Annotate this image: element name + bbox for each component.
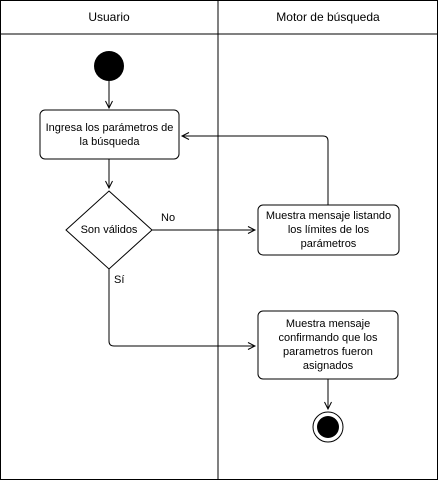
edge-label-no: No xyxy=(161,212,176,224)
edge-error-back-to-ingresa xyxy=(180,132,329,205)
action-error-label: Muestra mensaje listando los límites de … xyxy=(265,210,392,250)
decision-label: Son válidos xyxy=(80,224,138,236)
edge-label-si: Sí xyxy=(114,274,125,286)
lane-title-motor: Motor de búsqueda xyxy=(276,10,380,24)
final-node-inner xyxy=(317,416,339,438)
initial-node xyxy=(94,51,124,81)
action-ingresa-label: Ingresa los parámetros de la búsqueda xyxy=(45,121,174,148)
edge-si xyxy=(108,269,257,350)
action-confirm-label: Muestra mensaje confirmando que los para… xyxy=(278,318,378,372)
lane-title-usuario: Usuario xyxy=(88,10,130,24)
